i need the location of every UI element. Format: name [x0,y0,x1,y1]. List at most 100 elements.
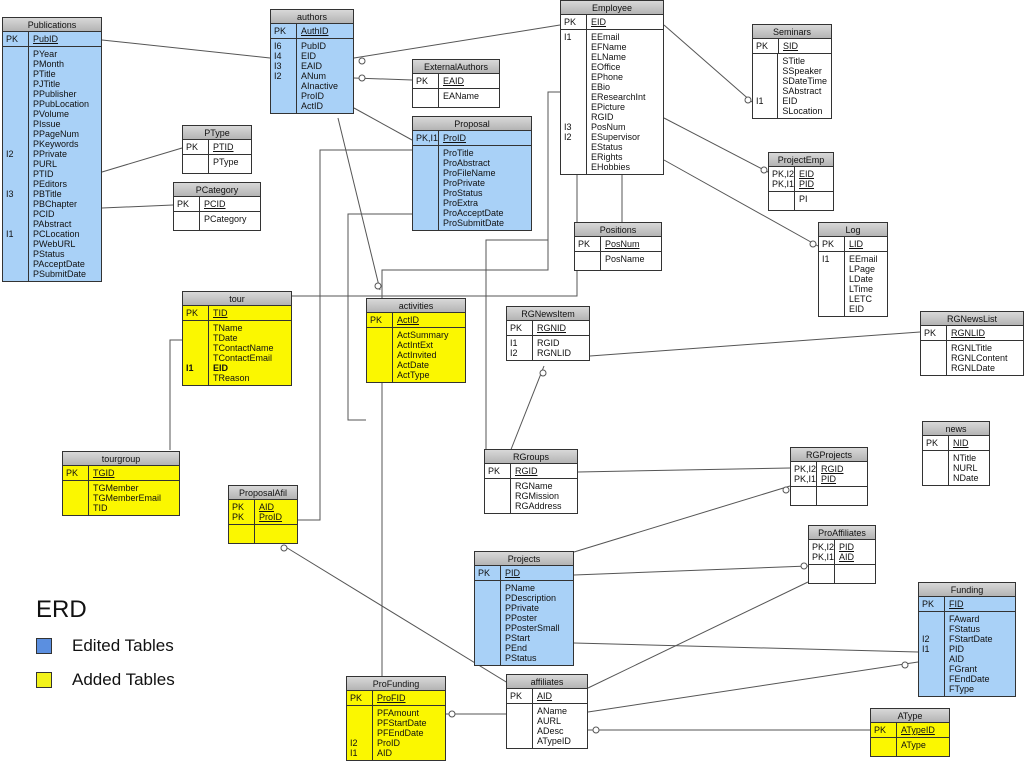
rel-authors-activities [337,117,381,291]
tourgroup-body-fields: TGMember TGMemberEmail TID [93,483,162,513]
rgnewslist-pk-fields: RGNLID [951,328,986,338]
tourgroup-pk-fields: TGID [93,468,115,478]
projects-body-section: PName PDescription PPrivate PPoster PPos… [475,581,573,665]
positions-pk-fields: PosNum [605,239,640,249]
rgnewslist-pk-keys: PK [921,326,947,340]
funding-pk-fields: FID [949,599,964,609]
table-authors-title: authors [271,10,353,24]
rel-authors-proposal [353,107,413,141]
table-funding-title: Funding [919,583,1015,597]
table-proposalafil-title: ProposalAfil [229,486,297,500]
externalauthors-body-section: EAName [413,89,499,107]
ptype-body-keys [183,155,209,173]
activities-body-keys [367,328,393,382]
activities-pk-keys: PK [367,313,393,327]
table-positions-title: Positions [575,223,661,237]
projectemp-body-section: PI [769,192,833,210]
rgroups-body-fields: RGName RGMission RGAddress [515,481,562,511]
rel-affiliates-proaffiliates [587,581,809,689]
tourgroup-body-section: TGMember TGMemberEmail TID [63,481,179,515]
externalauthors-body-keys [413,89,439,107]
ptype-body-fields: PType [213,157,239,167]
affiliates-body-section: AName AURL ADesc ATypeID [507,704,587,748]
log-pk-keys: PK [819,237,845,251]
proposalafil-body-keys [229,525,255,543]
news-body-section: NTitle NURL NDate [923,451,989,485]
legend-swatch-added [36,672,52,688]
log-body-keys: I1 [819,252,845,316]
table-proaffiliates-title: ProAffiliates [809,526,875,540]
table-tour-title: tour [183,292,291,306]
log-body-fields: EEmail LPage LDate LTime LETC EID [849,254,878,314]
proaffiliates-pk-fields: PID AID [839,542,855,562]
proposalafil-pk-keys: PK PK [229,500,255,524]
rel-publications-ptype [101,147,183,173]
projectemp-pk-fields: EID PID [799,169,815,189]
proaffiliates-body-keys [809,565,835,583]
rel-employee-seminars [663,24,753,103]
positions-body-fields: PosName [605,254,645,264]
publications-pk-keys: PK [3,32,29,46]
employee-body-keys: I1 I3 I2 [561,30,587,174]
news-pk-fields: NID [953,438,969,448]
table-publications-title: Publications [3,18,101,32]
table-pcategory-title: PCategory [174,183,260,197]
affiliates-body-keys [507,704,533,748]
rgnewsitem-body-keys: I1 I2 [507,336,533,360]
rel-publications-pcategory [101,204,174,209]
ptype-pk-keys: PK [183,140,209,154]
rel-authors-externalauthors [353,77,413,81]
ptype-pk-fields: PTID [213,142,234,152]
projects-pk-fields: PID [505,568,521,578]
atype-pk-keys: PK [871,723,897,737]
rel-projects-proaffiliates [573,565,809,576]
seminars-pk-fields: SID [783,41,799,51]
table-proposal-title: Proposal [413,117,531,131]
proaffiliates-pk-keys: PK,I2 PK,I1 [809,540,835,564]
seminars-body-fields: STitle SSpeaker SDateTime SAbstract EID … [782,56,827,116]
projectemp-body-fields: PI [799,194,808,204]
table-rgroups-title: RGroups [485,450,577,464]
table-projects-title: Projects [475,552,573,566]
proaffiliates-body-section [809,565,875,583]
